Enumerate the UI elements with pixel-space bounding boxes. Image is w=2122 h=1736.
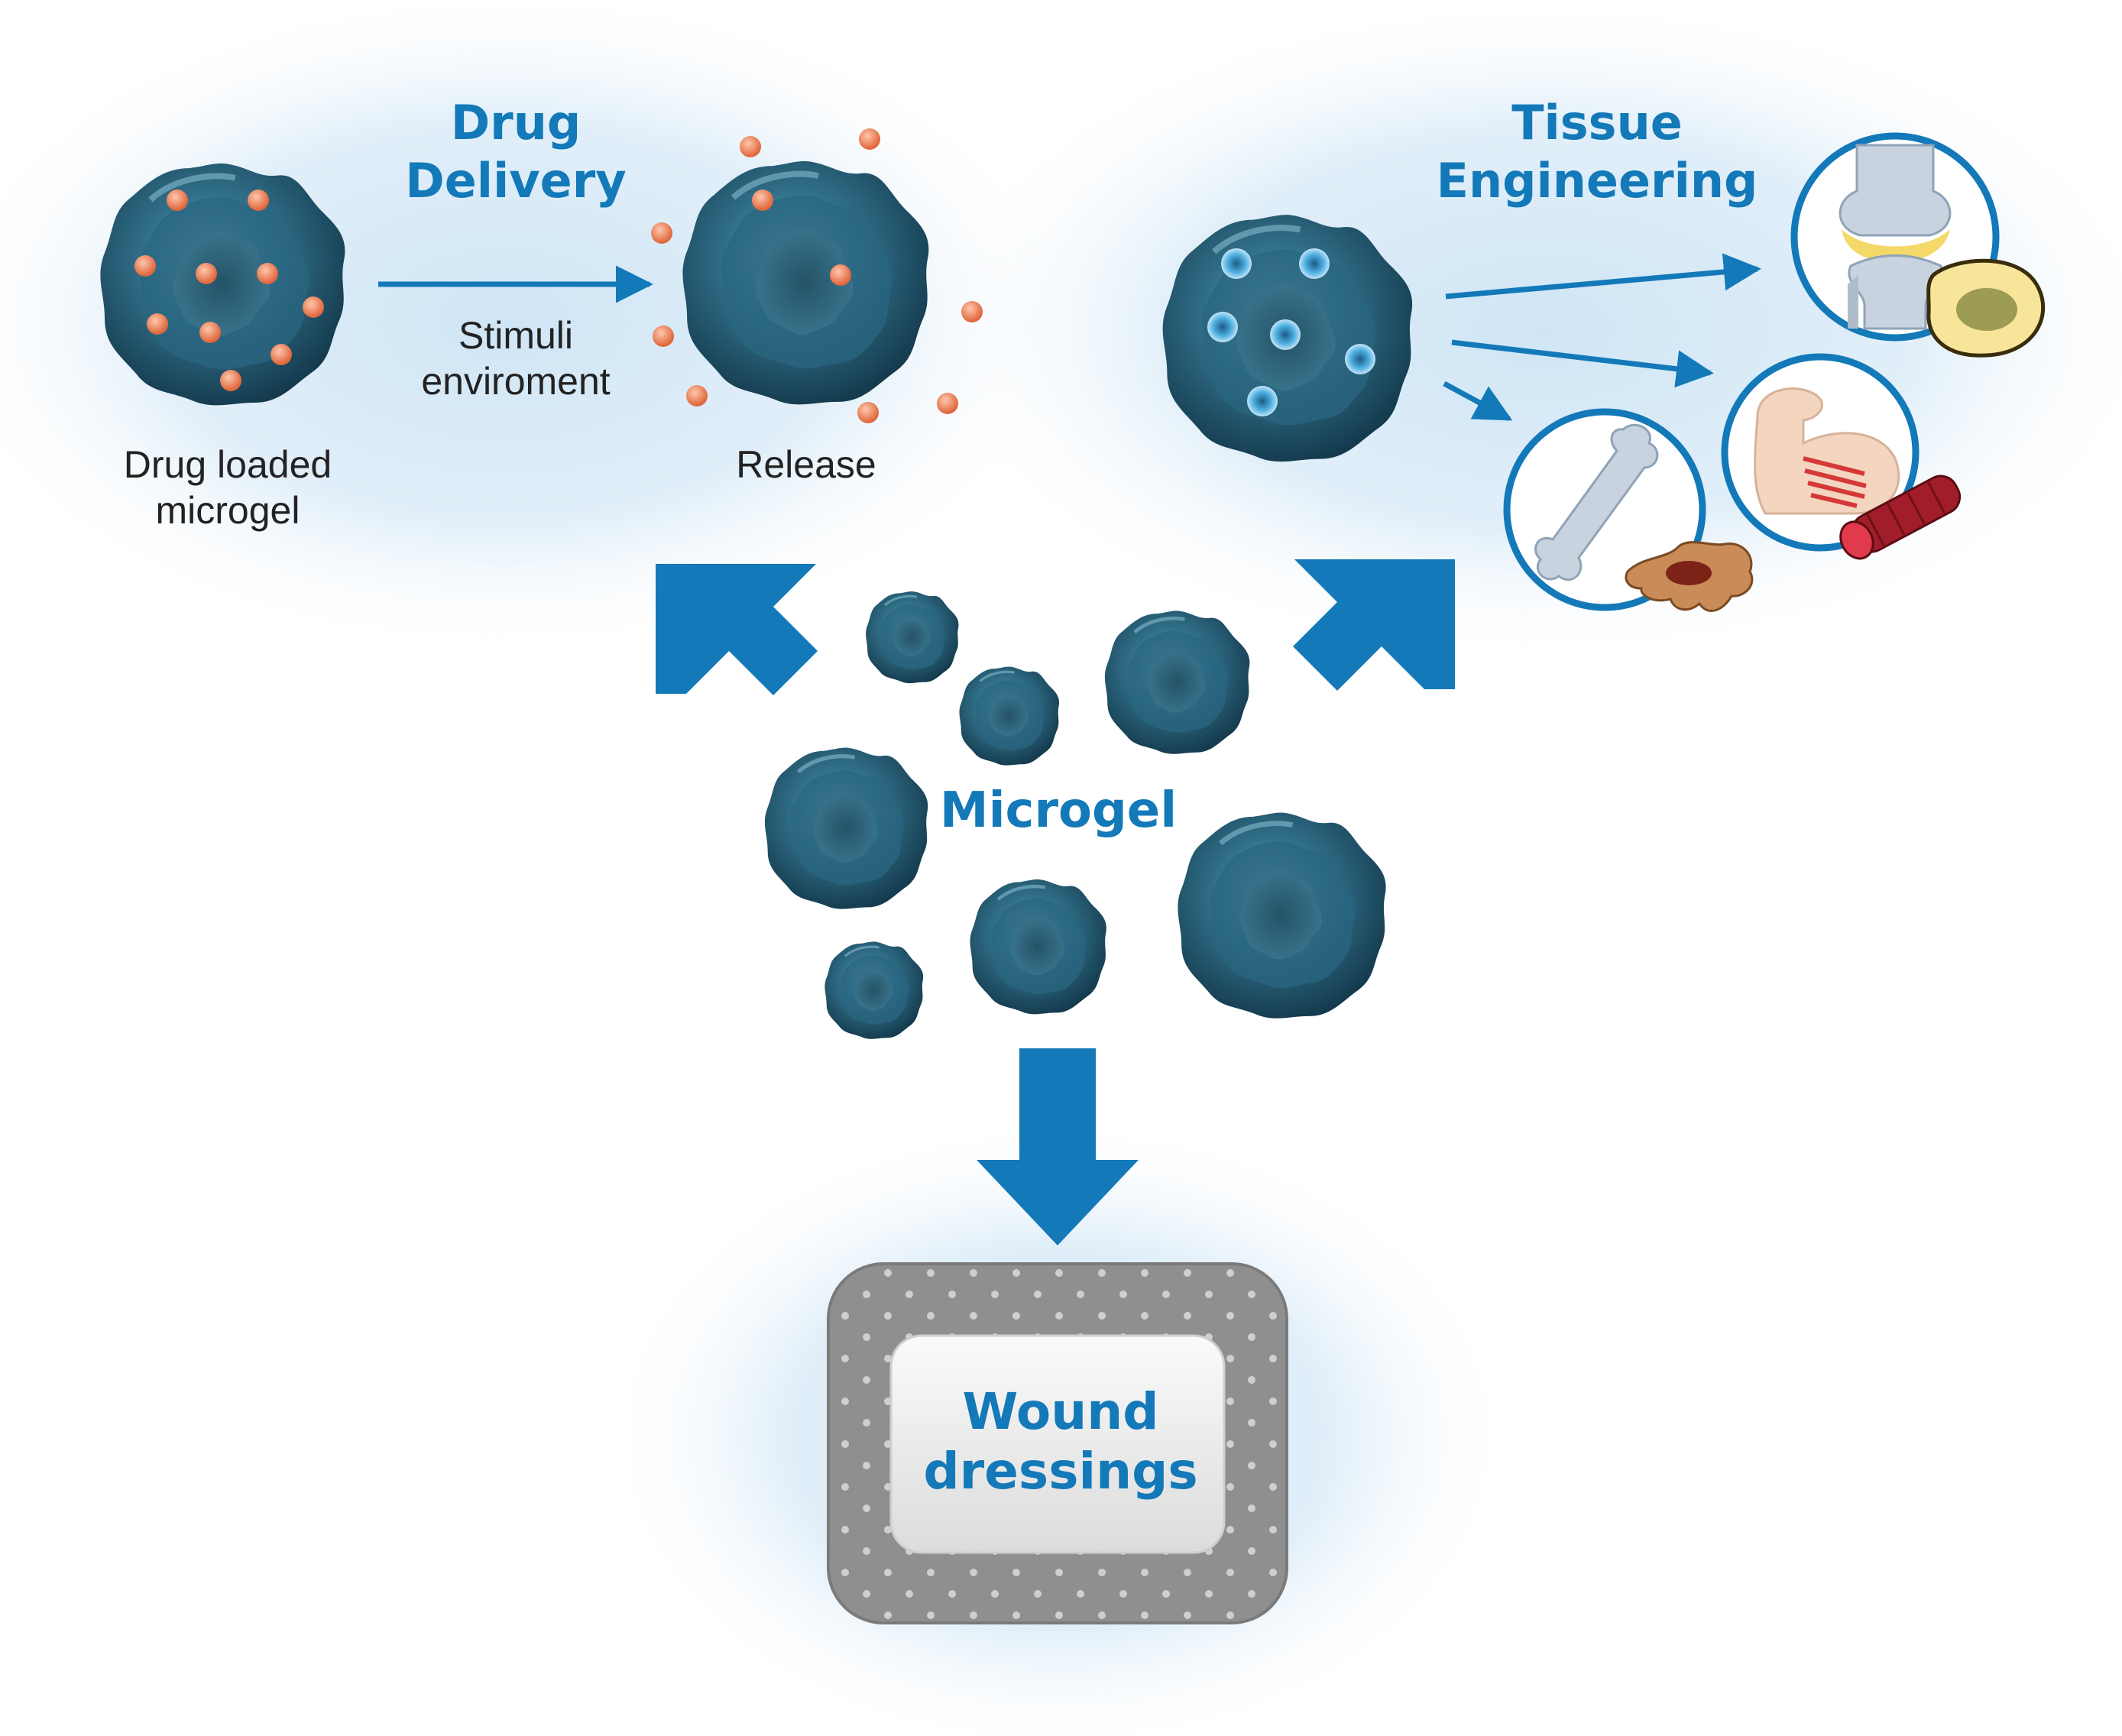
drug-loaded-label-line2: microgel [156, 489, 300, 532]
microgel-particle [1105, 611, 1249, 753]
arrow-to-muscle [1451, 339, 1714, 388]
tissue-engineering-title-line2: Engineering [1437, 153, 1758, 209]
wound-dressing-icon [827, 1262, 1288, 1624]
releasing-microgel [651, 128, 983, 423]
drug-delivery-section: Drug Delivery Drug loaded microgel Stimu… [100, 95, 983, 532]
bone-icon [1503, 408, 1754, 612]
drug-delivery-title-line2: Delivery [405, 153, 626, 209]
tissue-engineering-title-line1: Tissue [1511, 95, 1683, 151]
wound-dressing-label-line2: dressings [923, 1442, 1197, 1501]
arrow-down [977, 1048, 1139, 1245]
muscle-icon [1721, 353, 1962, 560]
tissue-engineering-section: Tissue Engineering [1163, 95, 2046, 612]
arrow-to-joint [1445, 253, 1761, 300]
microgel-particle [970, 879, 1106, 1015]
drug-loaded-microgel [100, 164, 345, 406]
arrow-up-left [656, 564, 818, 695]
block-arrows [656, 559, 1455, 1245]
knee-joint-cartilage-icon [1790, 132, 2046, 358]
microgel-particle [1178, 812, 1385, 1018]
microgel-particle [957, 665, 1061, 767]
released-drug-particles [651, 128, 983, 423]
microgel-particle [823, 940, 925, 1041]
arrow-to-bone [1443, 381, 1513, 422]
drug-delivery-title-line1: Drug [451, 95, 582, 151]
cell-loaded-microgel [1163, 215, 1413, 462]
encapsulated-cells [1207, 248, 1375, 416]
wound-dressing-label-line1: Wound [962, 1382, 1158, 1441]
arrow-up-right [1293, 559, 1455, 691]
microgel-label: Microgel [940, 782, 1177, 839]
drug-particles-inside [134, 189, 324, 391]
stimuli-label-line2: enviroment [421, 360, 610, 403]
drug-loaded-label-line1: Drug loaded [124, 443, 332, 486]
wound-dressing-pad [889, 1334, 1226, 1554]
release-label: Release [736, 443, 876, 486]
microgel-particle [864, 590, 960, 685]
stimuli-label-line1: Stimuli [458, 314, 573, 357]
microgel-particle [765, 748, 928, 909]
